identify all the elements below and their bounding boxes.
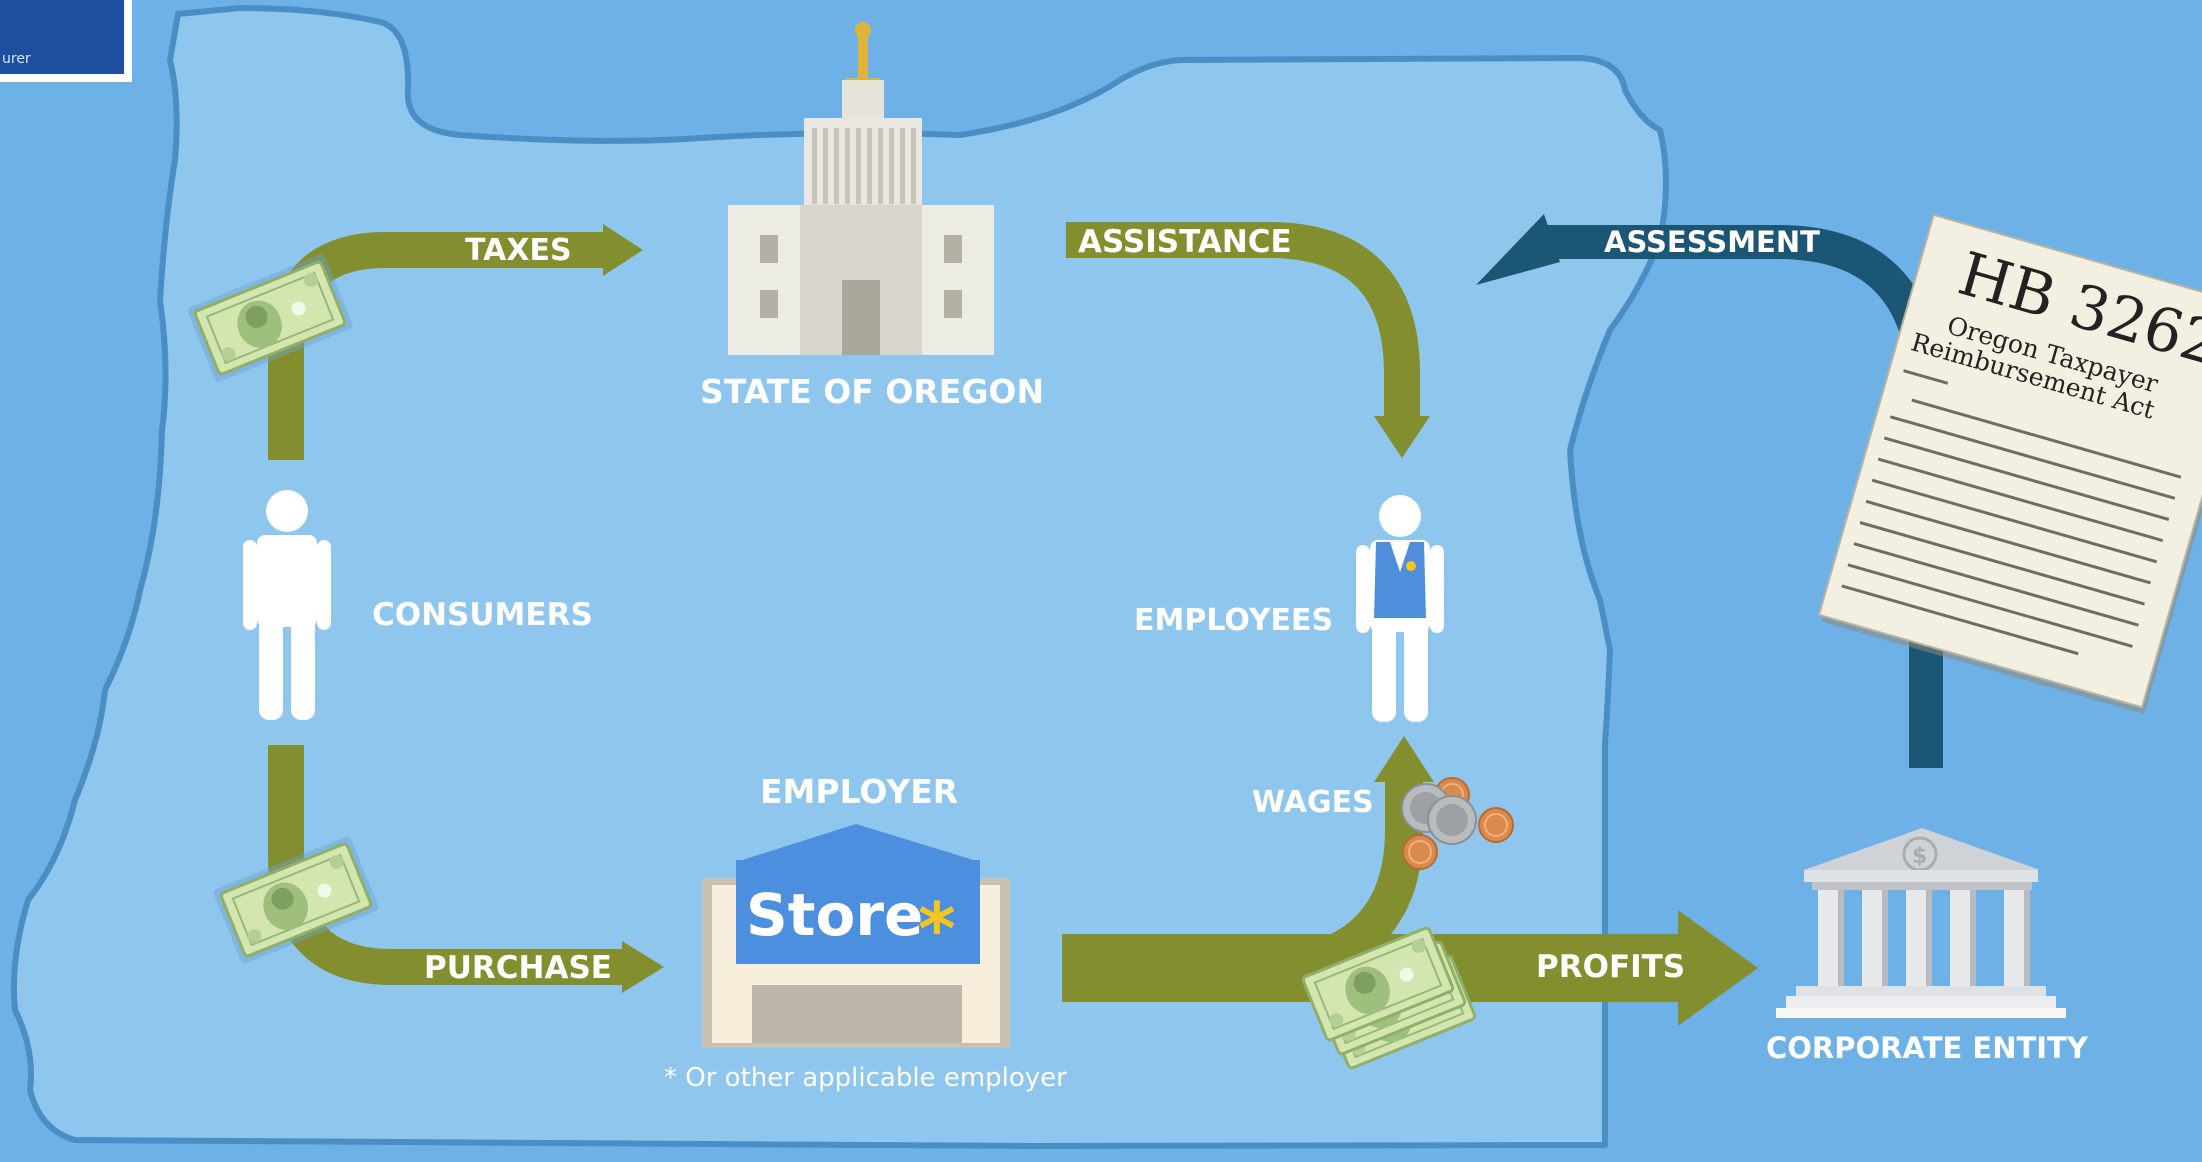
purchase-label: PURCHASE xyxy=(424,950,612,986)
profits-label: PROFITS xyxy=(1536,949,1685,985)
taxes-label: TAXES xyxy=(465,233,572,268)
corner-card-text: urer xyxy=(2,51,31,67)
corporate-building-icon: $ xyxy=(1776,828,2066,1018)
employee-person-icon xyxy=(1356,495,1444,722)
oregon-state-shape xyxy=(10,5,1669,1149)
employees-label: EMPLOYEES xyxy=(1134,603,1333,638)
store-star-icon: * xyxy=(918,887,956,971)
bill-text-lines xyxy=(1841,369,2182,656)
store-sign-text: Store xyxy=(746,881,923,949)
purchase-dollar-bill-icon xyxy=(213,836,379,964)
hb-3262-document: HB 3262 Oregon Taxpayer Reimbursement Ac… xyxy=(1817,213,2202,715)
assistance-arrow xyxy=(1066,222,1430,458)
employer-footnote: * Or other applicable employer xyxy=(664,1063,1067,1093)
state-of-oregon-label: STATE OF OREGON xyxy=(700,372,1044,411)
consumers-label: CONSUMERS xyxy=(372,597,593,633)
assistance-label: ASSISTANCE xyxy=(1078,224,1292,260)
employer-label: EMPLOYER xyxy=(760,772,958,811)
capitol-building-icon xyxy=(728,22,994,355)
corner-card: urer xyxy=(0,0,132,82)
corporate-entity-label: CORPORATE ENTITY xyxy=(1766,1031,2089,1065)
taxes-dollar-bill-icon xyxy=(187,254,353,382)
corporate-dollar-sign: $ xyxy=(1912,844,1927,869)
assessment-label: ASSESSMENT xyxy=(1604,225,1820,259)
wages-label: WAGES xyxy=(1252,785,1374,820)
store-building-icon: Store * xyxy=(702,824,1010,1048)
consumer-person-icon xyxy=(243,490,331,720)
